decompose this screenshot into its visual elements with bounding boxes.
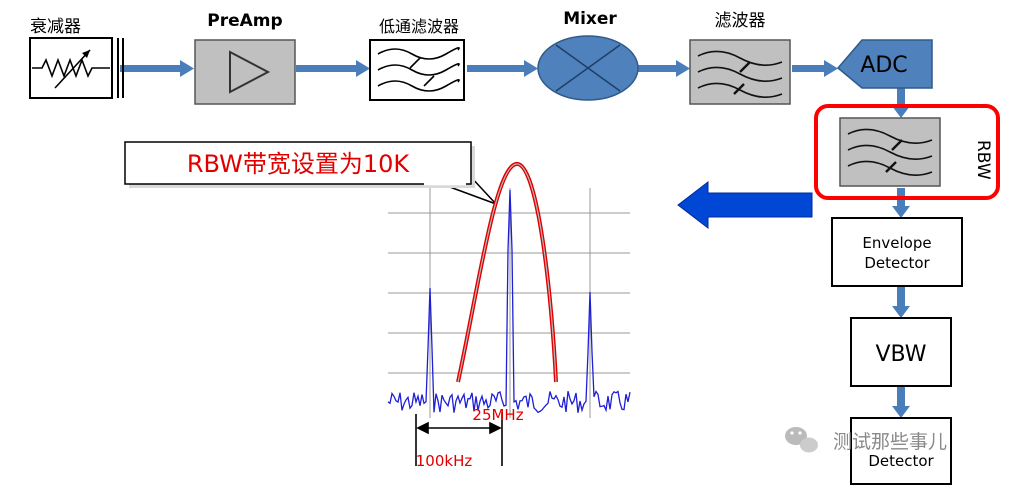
spectrum-plot — [387, 162, 631, 466]
callout-text: RBW带宽设置为10K — [187, 150, 411, 178]
arrow-vbw-to-detector — [892, 386, 910, 418]
watermark-text: 测试那些事儿 — [833, 431, 947, 453]
vbw-block — [850, 317, 952, 387]
rbw-block — [814, 104, 1000, 200]
bandwidth-marker — [415, 412, 503, 466]
chain-connectors — [120, 60, 910, 418]
filter-wave-icon — [697, 50, 783, 98]
labels: 衰减器 PreAmp 低通滤波器 Mixer 滤波器 ADC RBW Envel… — [30, 9, 993, 470]
preamp-label: PreAmp — [207, 11, 282, 31]
arrow-attenuator-to-preamp — [120, 60, 194, 77]
envelope-detector-block — [831, 217, 963, 287]
callout — [124, 141, 497, 205]
adc-block — [836, 39, 933, 89]
attenuator-label: 衰减器 — [30, 17, 81, 37]
arrow-filter-to-adc — [792, 60, 838, 77]
arrow-rbw-to-envelope — [892, 188, 910, 218]
mixer-block — [537, 35, 639, 101]
filter-label: 滤波器 — [715, 11, 766, 31]
filter-block — [689, 39, 791, 105]
filter-wave-icon — [377, 46, 460, 92]
filter-wave-icon — [847, 128, 933, 176]
lowpass-filter-block — [369, 39, 465, 101]
envelope-label-line1: Envelope — [862, 234, 931, 252]
arrow-mixer-to-filter — [638, 60, 690, 77]
envelope-label-line2: Detector — [864, 254, 930, 272]
rbw-label: RBW — [973, 140, 993, 180]
spectrum-trace — [387, 189, 631, 414]
rbw-highlight-frame — [814, 104, 1000, 200]
mixer-label: Mixer — [563, 9, 617, 29]
amplifier-icon — [229, 50, 271, 94]
detector-block — [850, 417, 952, 485]
arrow-preamp-to-lowpass — [296, 60, 370, 77]
arrow-envelope-to-vbw — [892, 286, 910, 318]
vbw-label: VBW — [875, 342, 926, 367]
adc-label: ADC — [860, 53, 907, 78]
preamp-block — [194, 39, 296, 105]
lowpass-label: 低通滤波器 — [379, 17, 459, 36]
variable-arrow-icon — [54, 49, 91, 89]
attenuator-block — [29, 37, 124, 99]
arrow-lowpass-to-mixer — [467, 60, 538, 77]
spacing-label: 25MHz — [472, 406, 523, 424]
detector-label: Detector — [868, 452, 934, 470]
big-left-arrow — [677, 180, 813, 230]
arrow-adc-to-rbw — [892, 88, 910, 118]
wechat-icon — [785, 427, 818, 453]
resistor-icon — [32, 57, 110, 79]
bandwidth-label: 100kHz — [416, 452, 473, 470]
